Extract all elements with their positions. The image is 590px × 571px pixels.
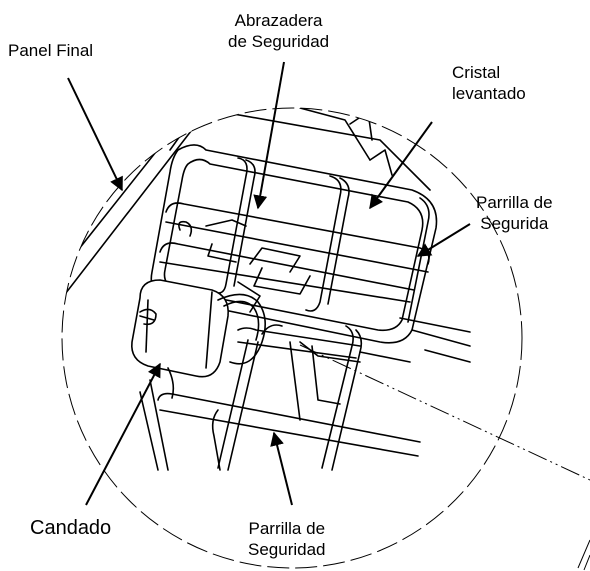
leader-abrazadera bbox=[253, 61, 285, 210]
label-candado-line1: Candado bbox=[30, 517, 112, 539]
label-parrilla-right: Parrilla de Segurida bbox=[476, 192, 553, 234]
break-mark bbox=[577, 539, 590, 571]
label-panel-final: Panel Final bbox=[8, 40, 93, 61]
label-parrilla-right-line1: Parrilla de bbox=[476, 193, 553, 212]
label-cristal: Cristal levantado bbox=[452, 62, 526, 104]
leader-candado bbox=[85, 362, 161, 506]
leader-cristal bbox=[369, 121, 433, 210]
extension-line bbox=[299, 344, 590, 481]
label-cristal-line2: levantado bbox=[452, 84, 526, 103]
label-parrilla-bottom-line1: Parrilla de bbox=[248, 519, 326, 538]
label-panel-final-line1: Panel Final bbox=[8, 41, 94, 60]
label-candado: Candado bbox=[30, 516, 111, 540]
leader-lines bbox=[67, 61, 471, 506]
label-abrazadera-line2: de Seguridad bbox=[228, 32, 330, 51]
label-abrazadera: Abrazadera de Seguridad bbox=[228, 10, 329, 52]
leader-parrilla-bottom bbox=[270, 431, 293, 506]
label-parrilla-right-line2: Segurida bbox=[480, 214, 549, 233]
detail-circle bbox=[61, 107, 523, 569]
leader-panel-final bbox=[67, 77, 123, 192]
label-parrilla-bottom: Parrilla de Seguridad bbox=[248, 518, 326, 560]
label-abrazadera-line1: Abrazadera bbox=[234, 11, 323, 30]
leader-parrilla-right bbox=[416, 223, 471, 257]
mechanism-drawing bbox=[62, 108, 471, 471]
label-parrilla-bottom-line2: Seguridad bbox=[248, 540, 326, 559]
label-cristal-line1: Cristal bbox=[452, 63, 501, 82]
